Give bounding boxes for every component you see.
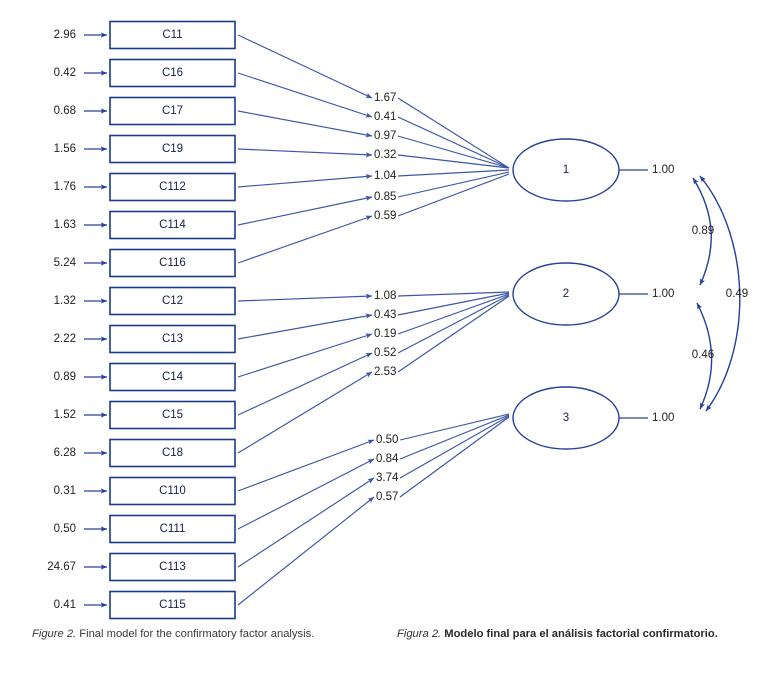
factor-variance-group: 1.00 1.00 1.00: [619, 164, 674, 424]
correlation-value-1-2: 0.89: [692, 225, 714, 237]
residual-value: 6.28: [54, 447, 76, 459]
indicator-label: C110: [159, 485, 186, 497]
residual-value: 5.24: [54, 257, 77, 269]
indicator-box[interactable]: [109, 400, 236, 430]
residual-value: 0.50: [54, 523, 76, 535]
indicator-label: C18: [162, 447, 183, 459]
indicator-box[interactable]: [109, 590, 236, 620]
indicator-box[interactable]: [109, 438, 236, 468]
residual-value: 1.56: [54, 143, 76, 155]
caption-spanish: Figura 2. Modelo final para el análisis …: [397, 628, 718, 640]
factor-label-2: 2: [563, 288, 569, 300]
latent-factors: 1 2 3: [512, 138, 620, 450]
residual-value: 0.42: [54, 67, 76, 79]
loading-value: 0.32: [374, 149, 396, 161]
loading-values: 1.67 0.41 0.97 0.32 1.04 0.85 0.59 1.08 …: [374, 92, 399, 503]
caption-english-label: Figure 2.: [32, 628, 77, 640]
loading-lines-factor-1: [237, 34, 510, 264]
loading-value: 1.08: [374, 290, 396, 302]
residual-value: 0.68: [54, 105, 76, 117]
loading-value: 0.41: [374, 111, 396, 123]
indicator-label: C12: [162, 295, 183, 307]
residual-value: 2.96: [54, 29, 76, 41]
loading-value: 0.50: [376, 434, 398, 446]
indicator-label: C111: [160, 523, 186, 535]
indicator-label: C114: [159, 219, 186, 231]
loading-value: 0.52: [374, 347, 396, 359]
residual-value: 1.32: [54, 295, 76, 307]
residual-value: 0.41: [54, 599, 76, 611]
indicator-label: C16: [162, 67, 183, 79]
indicator-label: C112: [159, 181, 186, 193]
loading-value: 0.43: [374, 309, 396, 321]
indicator-box[interactable]: [109, 324, 236, 354]
loading-value: 1.67: [374, 92, 396, 104]
loading-lines-factor-3: [237, 413, 510, 606]
indicator-label: C13: [162, 333, 183, 345]
caption-spanish-text: Modelo final para el análisis factorial …: [444, 628, 718, 640]
indicator-box[interactable]: [109, 134, 236, 164]
indicator-labels: C11 C16 C17 C19 C112 C114 C116 C12 C13 C…: [159, 29, 186, 611]
indicator-box[interactable]: [109, 58, 236, 88]
loading-lines-factor-2: [237, 291, 510, 454]
residual-value: 0.89: [54, 371, 76, 383]
factor-variance-1: 1.00: [652, 164, 674, 176]
loading-value: 3.74: [376, 472, 399, 484]
factor-variance-3: 1.00: [652, 412, 674, 424]
loading-value: 0.84: [376, 453, 399, 465]
indicator-box[interactable]: [109, 514, 236, 544]
indicator-box[interactable]: [109, 20, 236, 50]
indicator-label: C14: [162, 371, 184, 383]
indicator-label: C116: [159, 257, 186, 269]
correlation-value-1-3: 0.49: [726, 288, 748, 300]
factor-variance-2: 1.00: [652, 288, 674, 300]
loading-value: 0.85: [374, 191, 396, 203]
caption-spanish-label: Figura 2.: [397, 628, 442, 640]
indicator-box[interactable]: [109, 362, 236, 392]
indicator-label: C11: [162, 29, 182, 41]
indicator-box[interactable]: [109, 96, 236, 126]
caption-row: Figure 2. Final model for the confirmato…: [0, 628, 771, 658]
indicator-label: C19: [162, 143, 183, 155]
residual-value: 1.76: [54, 181, 76, 193]
indicator-box[interactable]: [109, 172, 236, 202]
residual-values: 2.96 0.42 0.68 1.56 1.76 1.63 5.24 1.32 …: [47, 29, 76, 611]
indicator-label: C15: [162, 409, 183, 421]
indicator-label: C115: [159, 599, 186, 611]
correlation-value-2-3: 0.46: [692, 349, 714, 361]
factor-label-1: 1: [563, 164, 569, 176]
indicator-box[interactable]: [109, 248, 236, 278]
caption-english-text: Final model for the confirmatory factor …: [79, 628, 315, 640]
caption-english: Figure 2. Final model for the confirmato…: [32, 628, 314, 640]
residual-arrow-group: [84, 32, 108, 608]
residual-value: 2.22: [54, 333, 76, 345]
loading-value: 1.04: [374, 170, 397, 182]
indicator-box[interactable]: [109, 286, 236, 316]
factor-label-3: 3: [563, 412, 569, 424]
residual-value: 0.31: [54, 485, 76, 497]
loading-value: 0.19: [374, 328, 396, 340]
residual-value: 24.67: [47, 561, 76, 573]
indicator-label: C113: [159, 561, 186, 573]
residual-value: 1.52: [54, 409, 76, 421]
loading-value: 0.97: [374, 130, 396, 142]
indicator-boxes: [109, 20, 236, 620]
correlation-arcs: 0.89 0.46 0.49: [692, 175, 748, 412]
loading-value: 2.53: [374, 366, 396, 378]
loading-value: 0.57: [376, 491, 398, 503]
indicator-box[interactable]: [109, 210, 236, 240]
cfa-path-diagram: C11 C16 C17 C19 C112 C114 C116 C12 C13 C…: [47, 20, 748, 620]
residual-value: 1.63: [54, 219, 76, 231]
indicator-box[interactable]: [109, 552, 236, 582]
indicator-box[interactable]: [109, 476, 236, 506]
loading-value: 0.59: [374, 210, 396, 222]
indicator-label: C17: [162, 105, 183, 117]
